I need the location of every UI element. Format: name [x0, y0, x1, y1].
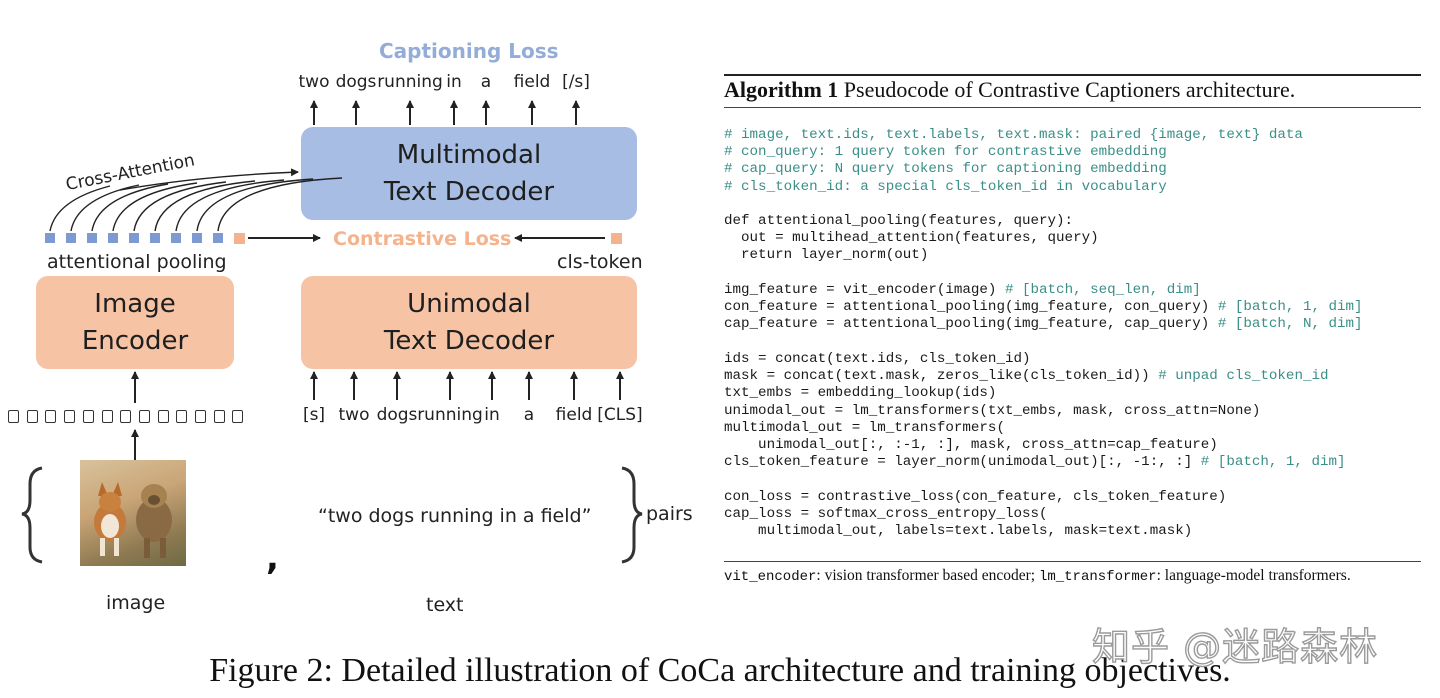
- text-label: text: [426, 594, 464, 616]
- code-text: def attentional_pooling(features, query)…: [724, 213, 1073, 229]
- code-text: cap_loss = softmax_cross_entropy_loss(: [724, 506, 1048, 522]
- code-line: # cls_token_id: a special cls_token_id i…: [724, 179, 1303, 196]
- code-comment: # cap_query: N query tokens for captioni…: [724, 161, 1167, 177]
- cross-attention-line: [50, 186, 110, 231]
- dogs-illustration: [80, 460, 186, 566]
- code-block: ids = concat(text.ids, cls_token_id)mask…: [724, 351, 1346, 471]
- code-comment: # [batch, N, dim]: [1218, 316, 1363, 332]
- code-text: con_loss = contrastive_loss(con_feature,…: [724, 489, 1226, 505]
- code-line: con_feature = attentional_pooling(img_fe…: [724, 299, 1363, 316]
- cross-attention-line: [218, 178, 342, 231]
- code-line: # image, text.ids, text.labels, text.mas…: [724, 127, 1303, 144]
- algorithm-top-rule: [724, 74, 1421, 76]
- dogs-photo: [80, 460, 186, 566]
- code-comment: # con_query: 1 query token for contrasti…: [724, 144, 1167, 160]
- code-text: unimodal_out[:, :-1, :], mask, cross_att…: [724, 437, 1218, 453]
- code-text: multimodal_out = lm_transformers(: [724, 420, 1005, 436]
- code-text: img_feature = vit_encoder(image): [724, 282, 1005, 298]
- code-line: unimodal_out[:, :-1, :], mask, cross_att…: [724, 437, 1346, 454]
- cross-attention-line: [134, 182, 226, 231]
- code-block: img_feature = vit_encoder(image) # [batc…: [724, 282, 1363, 334]
- code-block: def attentional_pooling(features, query)…: [724, 213, 1099, 265]
- code-line: return layer_norm(out): [724, 247, 1099, 264]
- code-text: mask = concat(text.mask, zeros_like(cls_…: [724, 368, 1158, 384]
- input-arrows: [314, 372, 620, 400]
- algorithm-footnote: vit_encoder: vision transformer based en…: [724, 567, 1351, 585]
- code-text: unimodal_out = lm_transformers(txt_embs,…: [724, 403, 1260, 419]
- pairs-label: pairs: [646, 503, 693, 525]
- code-line: con_loss = contrastive_loss(con_feature,…: [724, 489, 1226, 506]
- code-text: out = multihead_attention(features, quer…: [724, 230, 1099, 246]
- code-text: txt_embs = embedding_lookup(ids): [724, 385, 996, 401]
- code-line: unimodal_out = lm_transformers(txt_embs,…: [724, 403, 1346, 420]
- footnote-segment: lm_transformer: [1039, 569, 1157, 585]
- code-line: cls_token_feature = layer_norm(unimodal_…: [724, 454, 1346, 471]
- text-sample: “two dogs running in a field”: [318, 505, 591, 527]
- code-comment: # cls_token_id: a special cls_token_id i…: [724, 179, 1167, 195]
- code-block: con_loss = contrastive_loss(con_feature,…: [724, 489, 1226, 541]
- code-line: txt_embs = embedding_lookup(ids): [724, 385, 1346, 402]
- image-label: image: [106, 592, 165, 614]
- algorithm-bottom-rule: [724, 561, 1421, 562]
- code-comment: # [batch, 1, dim]: [1218, 299, 1363, 315]
- code-text: return layer_norm(out): [724, 247, 928, 263]
- left-brace: [22, 468, 42, 562]
- right-brace: [622, 468, 642, 562]
- code-line: # cap_query: N query tokens for captioni…: [724, 161, 1303, 178]
- code-line: multimodal_out = lm_transformers(: [724, 420, 1346, 437]
- code-text: con_feature = attentional_pooling(img_fe…: [724, 299, 1218, 315]
- code-text: cls_token_feature = layer_norm(unimodal_…: [724, 454, 1201, 470]
- code-line: cap_feature = attentional_pooling(img_fe…: [724, 316, 1363, 333]
- code-comment: # unpad cls_token_id: [1158, 368, 1328, 384]
- code-text: cap_feature = attentional_pooling(img_fe…: [724, 316, 1218, 332]
- pair-comma: ,: [266, 538, 279, 578]
- code-line: ids = concat(text.ids, cls_token_id): [724, 351, 1346, 368]
- algorithm-title-rule: [724, 107, 1421, 108]
- code-comment: # image, text.ids, text.labels, text.mas…: [724, 127, 1303, 143]
- footnote-segment: vit_encoder: [724, 569, 816, 585]
- code-line: multimodal_out, labels=text.labels, mask…: [724, 523, 1226, 540]
- code-comment: # [batch, 1, dim]: [1201, 454, 1346, 470]
- code-line: out = multihead_attention(features, quer…: [724, 230, 1099, 247]
- code-line: def attentional_pooling(features, query)…: [724, 213, 1099, 230]
- code-comment: # [batch, seq_len, dim]: [1005, 282, 1201, 298]
- code-line: cap_loss = softmax_cross_entropy_loss(: [724, 506, 1226, 523]
- code-line: mask = concat(text.mask, zeros_like(cls_…: [724, 368, 1346, 385]
- code-line: # con_query: 1 query token for contrasti…: [724, 144, 1303, 161]
- algorithm-title-number: Algorithm 1: [724, 77, 838, 102]
- footnote-segment: : language-model transformers.: [1157, 567, 1351, 584]
- algorithm-title-text: Pseudocode of Contrastive Captioners arc…: [838, 77, 1295, 102]
- output-arrows: [314, 101, 576, 125]
- code-text: multimodal_out, labels=text.labels, mask…: [724, 523, 1192, 539]
- code-block: # image, text.ids, text.labels, text.mas…: [724, 127, 1303, 196]
- footnote-segment: : vision transformer based encoder;: [816, 567, 1039, 584]
- watermark: 知乎 @迷路森林: [1092, 616, 1378, 671]
- code-line: img_feature = vit_encoder(image) # [batc…: [724, 282, 1363, 299]
- code-text: ids = concat(text.ids, cls_token_id): [724, 351, 1031, 367]
- algorithm-title: Algorithm 1 Pseudocode of Contrastive Ca…: [724, 77, 1295, 103]
- cross-attention-lines: [50, 172, 342, 231]
